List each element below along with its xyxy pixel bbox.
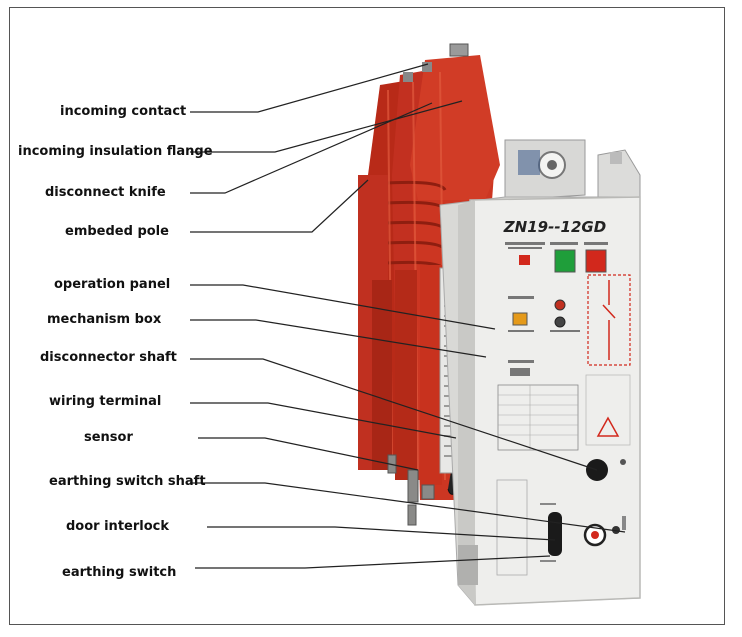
indicator-red-left bbox=[519, 255, 530, 265]
label-earthing-switch: earthing switch bbox=[62, 565, 177, 580]
open-button bbox=[585, 249, 607, 273]
label-door-interlock: door interlock bbox=[66, 519, 169, 534]
label-sensor: sensor bbox=[84, 430, 133, 445]
leader-lines bbox=[190, 63, 626, 569]
diagram-frame bbox=[9, 7, 725, 625]
label-embeded-pole: embeded pole bbox=[65, 224, 169, 239]
label-operation-panel: operation panel bbox=[54, 277, 171, 292]
top-bracket bbox=[504, 139, 641, 206]
warning-triangle bbox=[596, 416, 620, 437]
mimic-diagram bbox=[587, 274, 631, 366]
close-button bbox=[554, 249, 576, 273]
label-incoming-contact: incoming contact bbox=[60, 104, 187, 119]
label-wiring-terminal: wiring terminal bbox=[49, 394, 162, 409]
mechanism-box bbox=[439, 196, 641, 606]
model-name: ZN19--12GD bbox=[503, 218, 606, 236]
label-earthing-switch-shaft: earthing switch shaft bbox=[49, 474, 206, 489]
label-incoming-insulation-flange: incoming insulation flange bbox=[18, 144, 213, 159]
energy-indicator bbox=[512, 312, 528, 326]
label-mechanism-box: mechanism box bbox=[47, 312, 162, 327]
label-disconnector-shaft: disconnector shaft bbox=[40, 350, 177, 365]
label-disconnect-knife: disconnect knife bbox=[45, 185, 166, 200]
earthing-lever bbox=[548, 512, 562, 556]
